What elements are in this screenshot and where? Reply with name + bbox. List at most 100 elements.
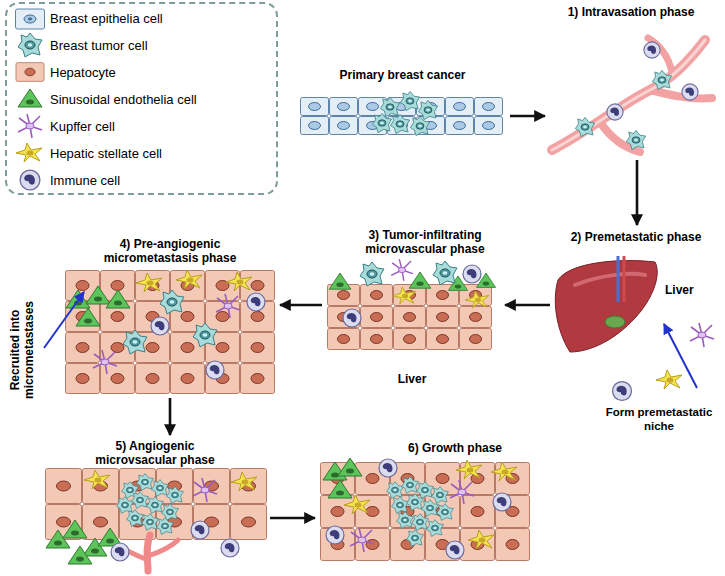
liver-tissue (412, 514, 429, 531)
liver-tissue (433, 261, 457, 285)
liver-tissue (142, 514, 159, 531)
liver-tissue (468, 530, 494, 549)
liver-tissue (392, 287, 415, 304)
liver-tissue (344, 495, 370, 514)
liver-tissue (446, 541, 464, 559)
recruit-arrow (44, 292, 84, 348)
organ-label: Liver (382, 372, 442, 386)
circulating-cells (575, 117, 594, 136)
phase-panel: 4) Pre-angiogenic micrometastasis phase (60, 234, 280, 398)
liver-tissue (86, 286, 110, 304)
blood-vessel (552, 40, 705, 150)
phase-panel: Primary breast cancer (295, 66, 510, 140)
liver-tissue (63, 520, 87, 538)
liver-tissue (191, 521, 209, 539)
breast-tissue (380, 97, 399, 116)
liver-tissue (432, 487, 449, 504)
legend-icons (16, 9, 45, 29)
side-annotation: Recruited into micrometastases (8, 285, 36, 415)
phase-heading: 4) Pre-angiogenic micrometastasis phase (75, 237, 265, 265)
liver-tissue (111, 543, 129, 561)
liver-tissue (68, 546, 92, 564)
organ-label: Liver (665, 283, 715, 297)
liver-tissue (216, 294, 240, 318)
legend-icons (16, 63, 44, 82)
liver-tissue (206, 361, 224, 379)
legend-label: Hepatic stellate cell (50, 146, 162, 162)
liver-tissue (176, 270, 202, 289)
liver-tissue (397, 512, 414, 529)
flow-arrow (505, 304, 550, 307)
breast-tissue (300, 91, 503, 135)
phase-panel: 6) Growth phase (315, 440, 535, 565)
circulating-cells (682, 84, 698, 100)
recruit-arrow (44, 292, 84, 348)
legend-icons (16, 143, 42, 162)
legend-icons (18, 33, 42, 57)
legend-icons (18, 114, 42, 138)
liver-organ (623, 256, 626, 302)
liver-tissue (463, 265, 481, 283)
circulating-cells (644, 42, 660, 58)
phase-heading: 2) Premetastatic phase (550, 230, 722, 244)
blood-vessel (552, 40, 705, 150)
liver-tissue (417, 482, 434, 499)
niche-cells (656, 370, 682, 389)
liver-tissue (117, 497, 134, 514)
liver-tissue (193, 323, 217, 347)
liver-organ (555, 256, 657, 352)
liver-organ (617, 256, 620, 302)
phase-heading: 3) Tumor-infiltrating microvascular phas… (350, 228, 500, 256)
breast-tissue (400, 91, 419, 110)
liver-tissue (247, 293, 265, 311)
liver-tissue (402, 477, 419, 494)
liver-tissue (409, 272, 431, 288)
liver-tissue (106, 290, 130, 308)
legend-box: Breast epithelia cellBreast tumor cellHe… (5, 2, 278, 195)
liver-tissue (221, 539, 239, 557)
liver-tissue (450, 480, 474, 504)
circulating-cells (575, 42, 698, 150)
flow-arrow (510, 115, 545, 118)
liver-tissue (328, 480, 352, 498)
liver-tissue (45, 468, 267, 540)
liver-tissue (160, 290, 184, 314)
legend-label: Immune cell (50, 173, 120, 189)
circulating-cells (607, 104, 623, 120)
niche-cells (613, 323, 714, 400)
liver-tissue (162, 504, 179, 521)
phase-panel: 2) Premetastatic phaseLiver (550, 225, 722, 362)
breast-tissue (390, 114, 409, 133)
liver-organ (605, 316, 625, 328)
phase-panel: 1) Intravasation phase (545, 2, 717, 160)
liver-tissue (437, 504, 454, 521)
liver-tissue (465, 291, 488, 308)
legend-label: Kupffer cell (50, 119, 115, 135)
liver-tissue (84, 470, 110, 489)
liver-tissue (76, 308, 100, 326)
liver-tissue (360, 262, 384, 286)
liver-tissue (392, 497, 409, 514)
breast-tissue (372, 113, 391, 132)
liver-tissue (123, 330, 147, 354)
flow-arrow (270, 517, 315, 520)
liver-tissue (407, 494, 424, 511)
liver-tissue (93, 350, 117, 374)
liver-tissue (137, 474, 154, 491)
phase-heading: 5) Angiogenic microvsacular phase (75, 439, 235, 467)
breast-tissue (418, 100, 437, 119)
circulating-cells (626, 130, 645, 149)
liver-tissue (147, 497, 164, 514)
niche-cells (613, 382, 632, 401)
flow-arrow (280, 304, 322, 307)
liver-tissue (326, 526, 344, 544)
breast-tissue (410, 116, 429, 135)
liver-tissue (148, 540, 178, 556)
liver-tissue (132, 492, 149, 509)
niche-cells (664, 324, 697, 388)
liver-tissue (427, 520, 444, 537)
phase-panel: 5) Angiogenic microvsacular phase (40, 435, 270, 572)
liver-tissue (338, 458, 362, 476)
legend-label: Sinusoidal endothelia cell (50, 92, 197, 108)
